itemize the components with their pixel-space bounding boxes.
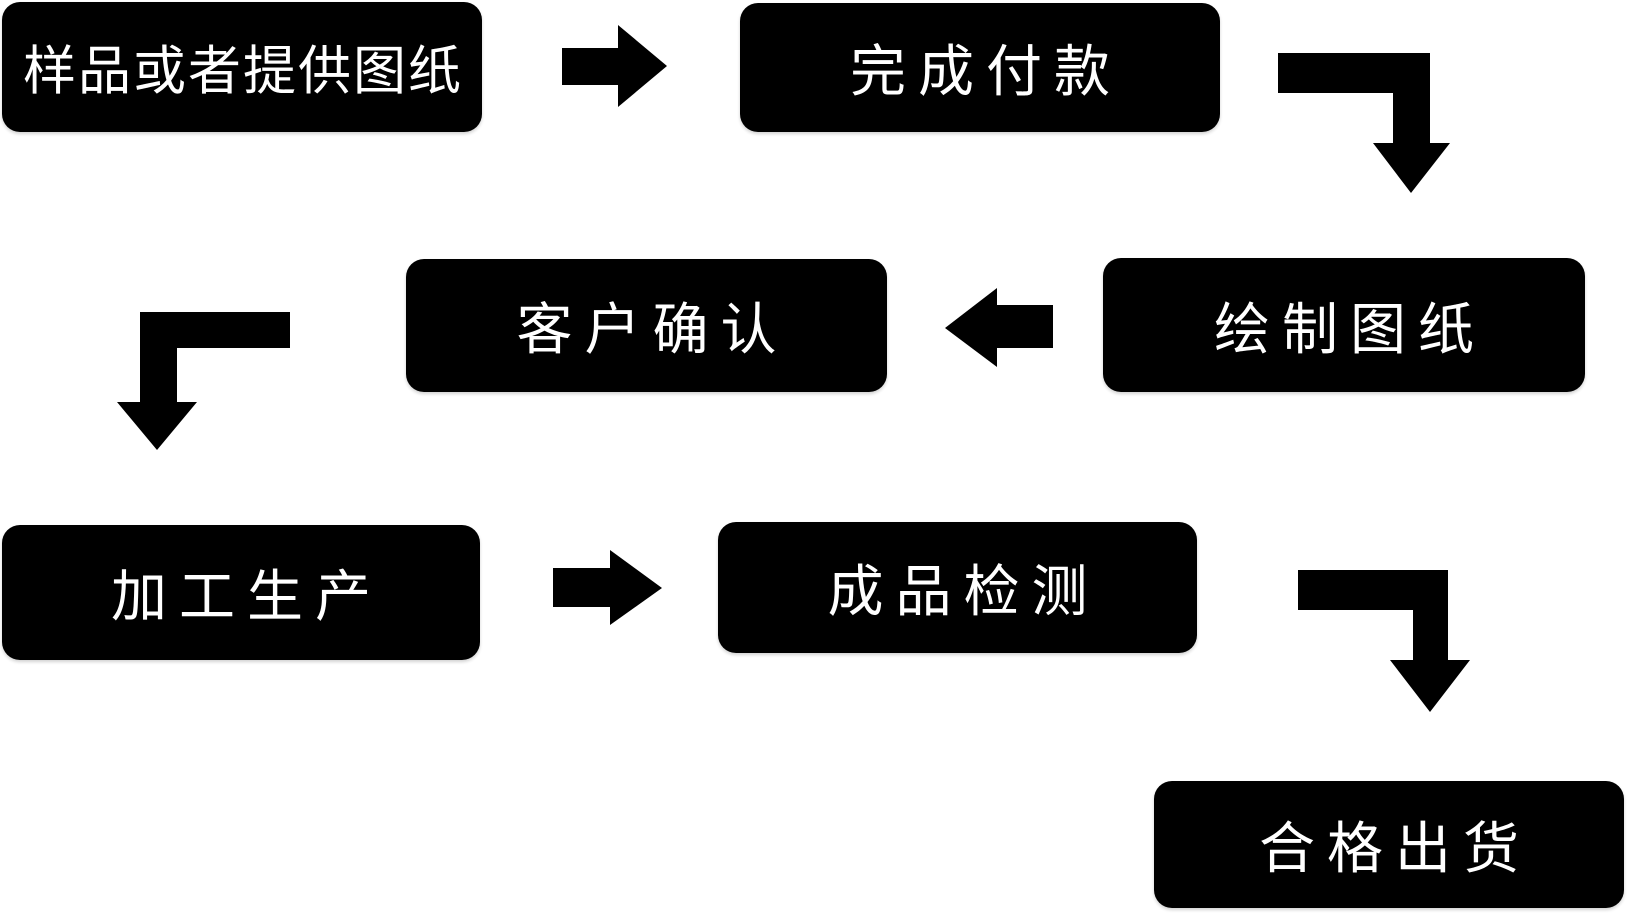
flow-node-processing-production: 加工生产 [2, 525, 480, 660]
flow-node-customer-confirmation: 客户确认 [406, 259, 887, 392]
arrow-step3-to-step4-left-arrow-icon [945, 288, 1053, 367]
flow-node-complete-payment: 完成付款 [740, 3, 1220, 132]
flow-node-qualified-shipment: 合格出货 [1154, 781, 1624, 908]
arrow-step4-to-step5-elbow-down-arrow-icon [117, 312, 290, 450]
flow-node-finished-product-inspection: 成品检测 [718, 522, 1197, 653]
arrow-step1-to-step2-right-arrow-icon [562, 25, 667, 107]
arrow-step5-to-step6-right-arrow-icon [553, 550, 662, 625]
flow-node-draw-drawings: 绘制图纸 [1103, 258, 1585, 392]
flow-node-sample-or-drawing: 样品或者提供图纸 [2, 2, 482, 132]
arrow-step6-to-step7-elbow-down-arrow-icon [1298, 570, 1470, 712]
arrow-step2-to-step3-elbow-down-arrow-icon [1278, 53, 1450, 193]
